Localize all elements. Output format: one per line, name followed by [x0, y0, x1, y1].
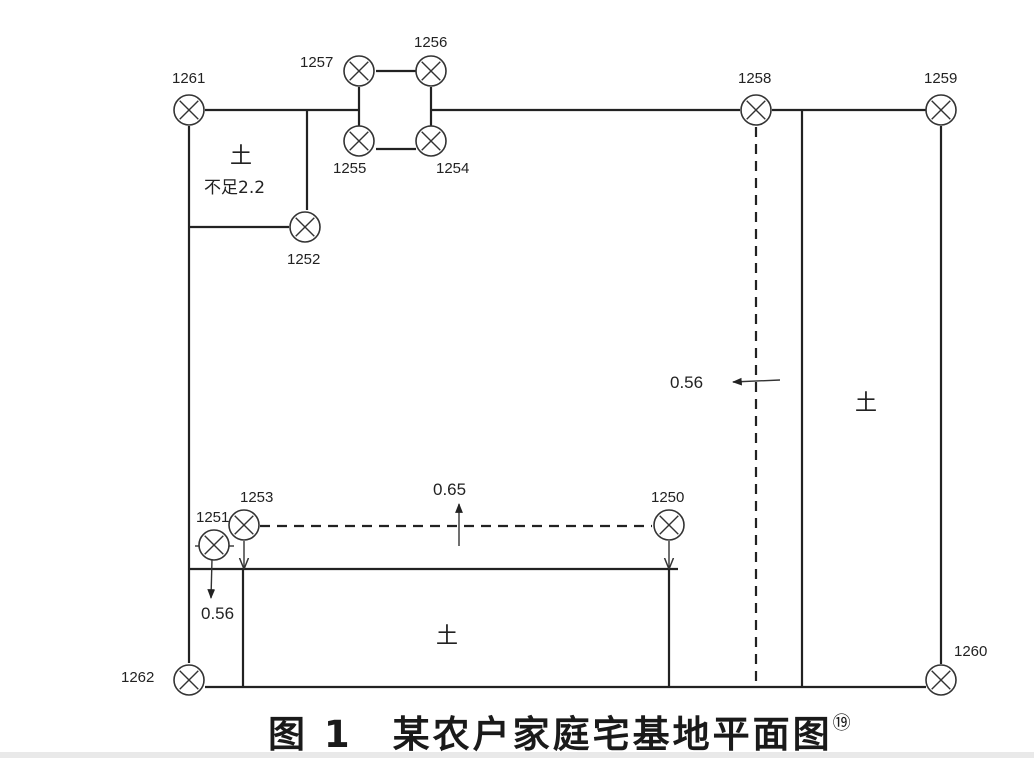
zone-label-top-left: 土 [230, 144, 252, 169]
survey-node-1257: 1257 [300, 54, 375, 87]
zone-label-right-strip: 土 [855, 391, 877, 416]
node-label: 1261 [172, 70, 205, 87]
circle-cross-icon [343, 55, 375, 87]
node-label: 1250 [651, 489, 684, 506]
circle-cross-icon [173, 664, 205, 696]
node-label: 1262 [121, 669, 154, 686]
circle-cross-icon [415, 125, 447, 157]
dim-arrow-left [207, 558, 216, 599]
survey-nodes: 1250 1251 1252 1253 1254 1255 1256 1257 1258 1259… [121, 34, 987, 696]
node-label: 1259 [924, 70, 957, 87]
zone-label-bottom: 土 [436, 624, 458, 649]
node-label: 1251 [196, 509, 229, 526]
survey-node-1251: 1251 [196, 509, 230, 561]
dim-label-left: 0.56 [201, 604, 234, 623]
survey-node-1254: 1254 [415, 125, 469, 177]
node-label: 1255 [333, 160, 366, 177]
circle-cross-icon [925, 664, 957, 696]
circle-cross-icon [173, 94, 205, 126]
circle-cross-icon [653, 509, 685, 541]
node-label: 1258 [738, 70, 771, 87]
node-label: 1260 [954, 643, 987, 660]
site-plan-diagram: 1250 1251 1252 1253 1254 1255 1256 1257 1258 1259… [121, 34, 987, 696]
circle-cross-icon [343, 125, 375, 157]
dim-arrow-right [732, 377, 781, 386]
node-label: 1257 [300, 54, 333, 71]
figure-number: 图 1 [268, 713, 353, 756]
zone-note-top-left: 不足2.2 [204, 178, 265, 198]
node-label: 1256 [414, 34, 447, 51]
survey-node-1255: 1255 [333, 125, 375, 177]
circle-cross-icon [925, 94, 957, 126]
survey-node-1259: 1259 [924, 70, 957, 126]
survey-node-1252: 1252 [287, 211, 321, 268]
circle-cross-icon [198, 529, 230, 561]
boundary-lines [187, 69, 943, 689]
circle-cross-icon [289, 211, 321, 243]
footnote-mark: ⑲ [832, 713, 851, 734]
survey-node-1258: 1258 [738, 70, 772, 126]
figure-caption: 图 1 某农户家庭宅基地平面图⑲ [0, 700, 1034, 758]
survey-node-1262: 1262 [121, 664, 205, 696]
survey-node-1253: 1253 [228, 489, 273, 541]
circle-cross-icon [228, 509, 260, 541]
survey-node-1260: 1260 [925, 643, 987, 696]
circle-cross-icon [740, 94, 772, 126]
survey-node-1256: 1256 [414, 34, 447, 87]
page-bottom-rule [0, 752, 1034, 758]
dim-label-middle: 0.65 [433, 480, 466, 499]
survey-node-1250: 1250 [651, 489, 685, 541]
survey-node-1261: 1261 [172, 70, 205, 126]
node-label: 1254 [436, 160, 469, 177]
node-label: 1252 [287, 251, 320, 268]
circle-cross-icon [415, 55, 447, 87]
dim-label-right: 0.56 [670, 373, 703, 392]
node-label: 1253 [240, 489, 273, 506]
figure-title: 某农户家庭宅基地平面图 [392, 713, 833, 756]
